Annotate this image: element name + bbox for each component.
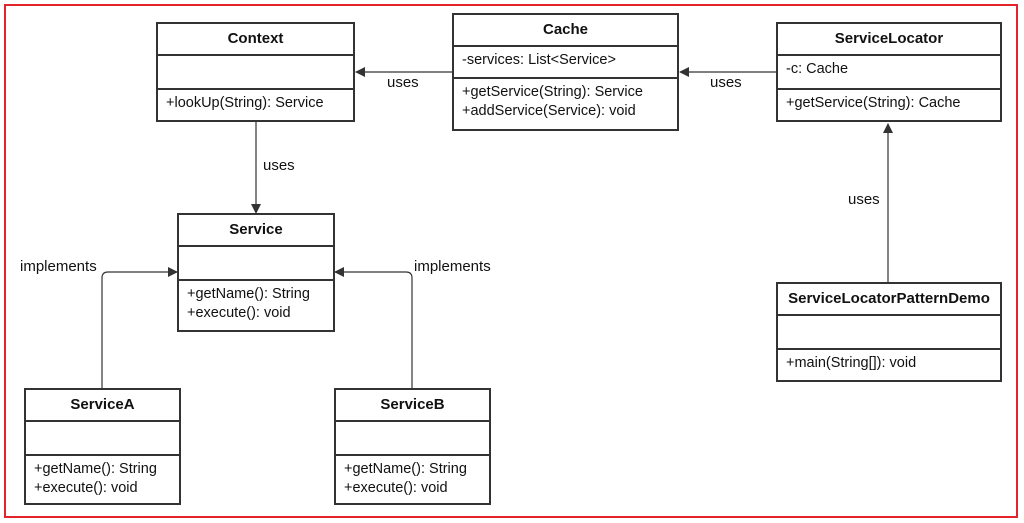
label-demo-locator: uses <box>848 191 880 208</box>
class-service-a: ServiceA +getName(): String +execute(): … <box>24 388 181 505</box>
class-service-a-ops: +getName(): String +execute(): void <box>26 456 179 502</box>
class-service-b-attrs <box>336 422 489 456</box>
class-service-op: +execute(): void <box>187 305 291 321</box>
class-context-attrs <box>158 56 353 90</box>
class-service-a-op: +execute(): void <box>34 480 138 496</box>
class-demo-attrs <box>778 316 1000 350</box>
class-service-locator-attr: -c: Cache <box>786 61 849 77</box>
class-service-b-ops: +getName(): String +execute(): void <box>336 456 489 502</box>
class-service-locator-attrs: -c: Cache <box>778 56 1000 90</box>
label-cache-context: uses <box>387 74 419 91</box>
class-cache-op: +addService(Service): void <box>462 103 636 119</box>
class-cache-attr: -services: List<Service> <box>462 52 616 68</box>
class-context-op: +lookUp(String): Service <box>166 95 324 111</box>
class-service-b-op: +execute(): void <box>344 480 448 496</box>
class-service-op: +getName(): String <box>187 286 310 302</box>
class-demo: ServiceLocatorPatternDemo +main(String[]… <box>776 282 1002 382</box>
class-service-a-name: ServiceA <box>26 390 179 422</box>
class-service: Service +getName(): String +execute(): v… <box>177 213 335 332</box>
class-service-locator-op: +getService(String): Cache <box>786 95 961 111</box>
class-service-b-op: +getName(): String <box>344 461 467 477</box>
class-cache-name: Cache <box>454 15 677 47</box>
class-service-name: Service <box>179 215 333 247</box>
label-context-service: uses <box>263 157 295 174</box>
class-service-b: ServiceB +getName(): String +execute(): … <box>334 388 491 505</box>
class-service-locator-name: ServiceLocator <box>778 24 1000 56</box>
class-service-ops: +getName(): String +execute(): void <box>179 281 333 327</box>
class-service-a-attrs <box>26 422 179 456</box>
class-cache-ops: +getService(String): Service +addService… <box>454 79 677 125</box>
class-service-locator-ops: +getService(String): Cache <box>778 90 1000 117</box>
class-service-a-op: +getName(): String <box>34 461 157 477</box>
class-demo-name: ServiceLocatorPatternDemo <box>778 284 1000 316</box>
label-a-service: implements <box>20 258 97 275</box>
class-demo-op: +main(String[]): void <box>786 355 917 371</box>
edge-a-service <box>101 267 178 388</box>
label-locator-cache: uses <box>710 74 742 91</box>
edge-b-service <box>334 267 413 388</box>
class-context: Context +lookUp(String): Service <box>156 22 355 122</box>
class-context-ops: +lookUp(String): Service <box>158 90 353 117</box>
class-service-b-name: ServiceB <box>336 390 489 422</box>
class-context-name: Context <box>158 24 353 56</box>
class-cache-op: +getService(String): Service <box>462 84 643 100</box>
class-service-locator: ServiceLocator -c: Cache +getService(Str… <box>776 22 1002 122</box>
class-demo-ops: +main(String[]): void <box>778 350 1000 377</box>
diagram-frame <box>4 4 1018 518</box>
class-cache: Cache -services: List<Service> +getServi… <box>452 13 679 131</box>
label-b-service: implements <box>414 258 491 275</box>
class-cache-attrs: -services: List<Service> <box>454 47 677 79</box>
class-service-attrs <box>179 247 333 281</box>
